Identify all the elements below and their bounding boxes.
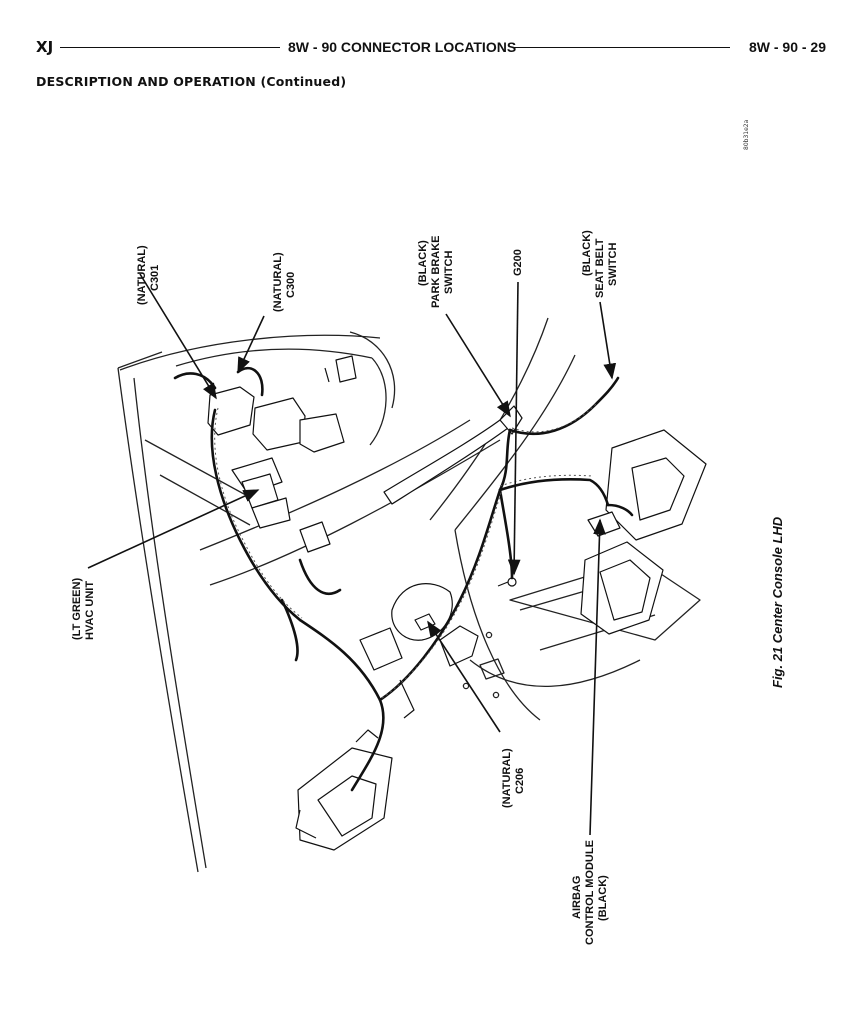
svg-text:CONTROL MODULE: CONTROL MODULE: [584, 840, 596, 945]
label-seat-belt-switch: (BLACK) SEAT BELT SWITCH: [581, 230, 619, 298]
svg-text:(BLACK): (BLACK): [597, 875, 609, 921]
figure-code: 80b31e2a: [743, 119, 750, 150]
svg-text:C301: C301: [149, 265, 161, 291]
harness-tape-texture: [214, 402, 598, 699]
svg-text:C300: C300: [285, 272, 297, 298]
figure-caption: Fig. 21 Center Console LHD: [770, 516, 785, 688]
svg-text:(BLACK): (BLACK): [581, 230, 593, 276]
page-header: XJ 8W - 90 CONNECTOR LOCATIONS 8W - 90 -…: [36, 38, 826, 60]
header-model: XJ: [36, 38, 54, 56]
section-title: DESCRIPTION AND OPERATION (Continued): [36, 74, 347, 89]
label-c301: (NATURAL) C301: [136, 245, 161, 305]
wiring-harness: [173, 366, 634, 792]
svg-text:PARK BRAKE: PARK BRAKE: [430, 235, 442, 308]
svg-text:SEAT BELT: SEAT BELT: [594, 238, 606, 298]
svg-text:(NATURAL): (NATURAL): [501, 748, 513, 808]
callout-labels: (NATURAL) C301 (NATURAL) C300 (BLACK) PA…: [71, 230, 619, 945]
dash-and-floor-linework: [117, 317, 701, 873]
header-rule-left: [60, 47, 280, 48]
svg-text:SWITCH: SWITCH: [607, 243, 619, 286]
label-park-brake-switch: (BLACK) PARK BRAKE SWITCH: [417, 235, 455, 308]
svg-text:AIRBAG: AIRBAG: [571, 876, 583, 919]
leader-lines: [87, 273, 617, 836]
label-airbag-control-module: AIRBAG CONTROL MODULE (BLACK): [571, 840, 609, 945]
components: [207, 355, 707, 851]
svg-text:(BLACK): (BLACK): [417, 240, 429, 286]
label-hvac-unit: (LT GREEN) HVAC UNIT: [71, 578, 96, 640]
svg-text:SWITCH: SWITCH: [443, 251, 455, 294]
label-c300: (NATURAL) C300: [272, 252, 297, 312]
svg-text:G200: G200: [512, 249, 524, 276]
svg-text:HVAC UNIT: HVAC UNIT: [84, 581, 96, 640]
svg-text:(NATURAL): (NATURAL): [136, 245, 148, 305]
svg-text:(LT GREEN): (LT GREEN): [71, 578, 83, 640]
header-rule-right: [514, 47, 730, 48]
svg-text:C206: C206: [514, 768, 526, 794]
label-c206: (NATURAL) C206: [501, 748, 526, 808]
header-section: 8W - 90 CONNECTOR LOCATIONS: [288, 39, 517, 55]
header-page-number: 8W - 90 - 29: [748, 39, 826, 55]
svg-text:(NATURAL): (NATURAL): [272, 252, 284, 312]
label-g200: G200: [512, 249, 524, 276]
